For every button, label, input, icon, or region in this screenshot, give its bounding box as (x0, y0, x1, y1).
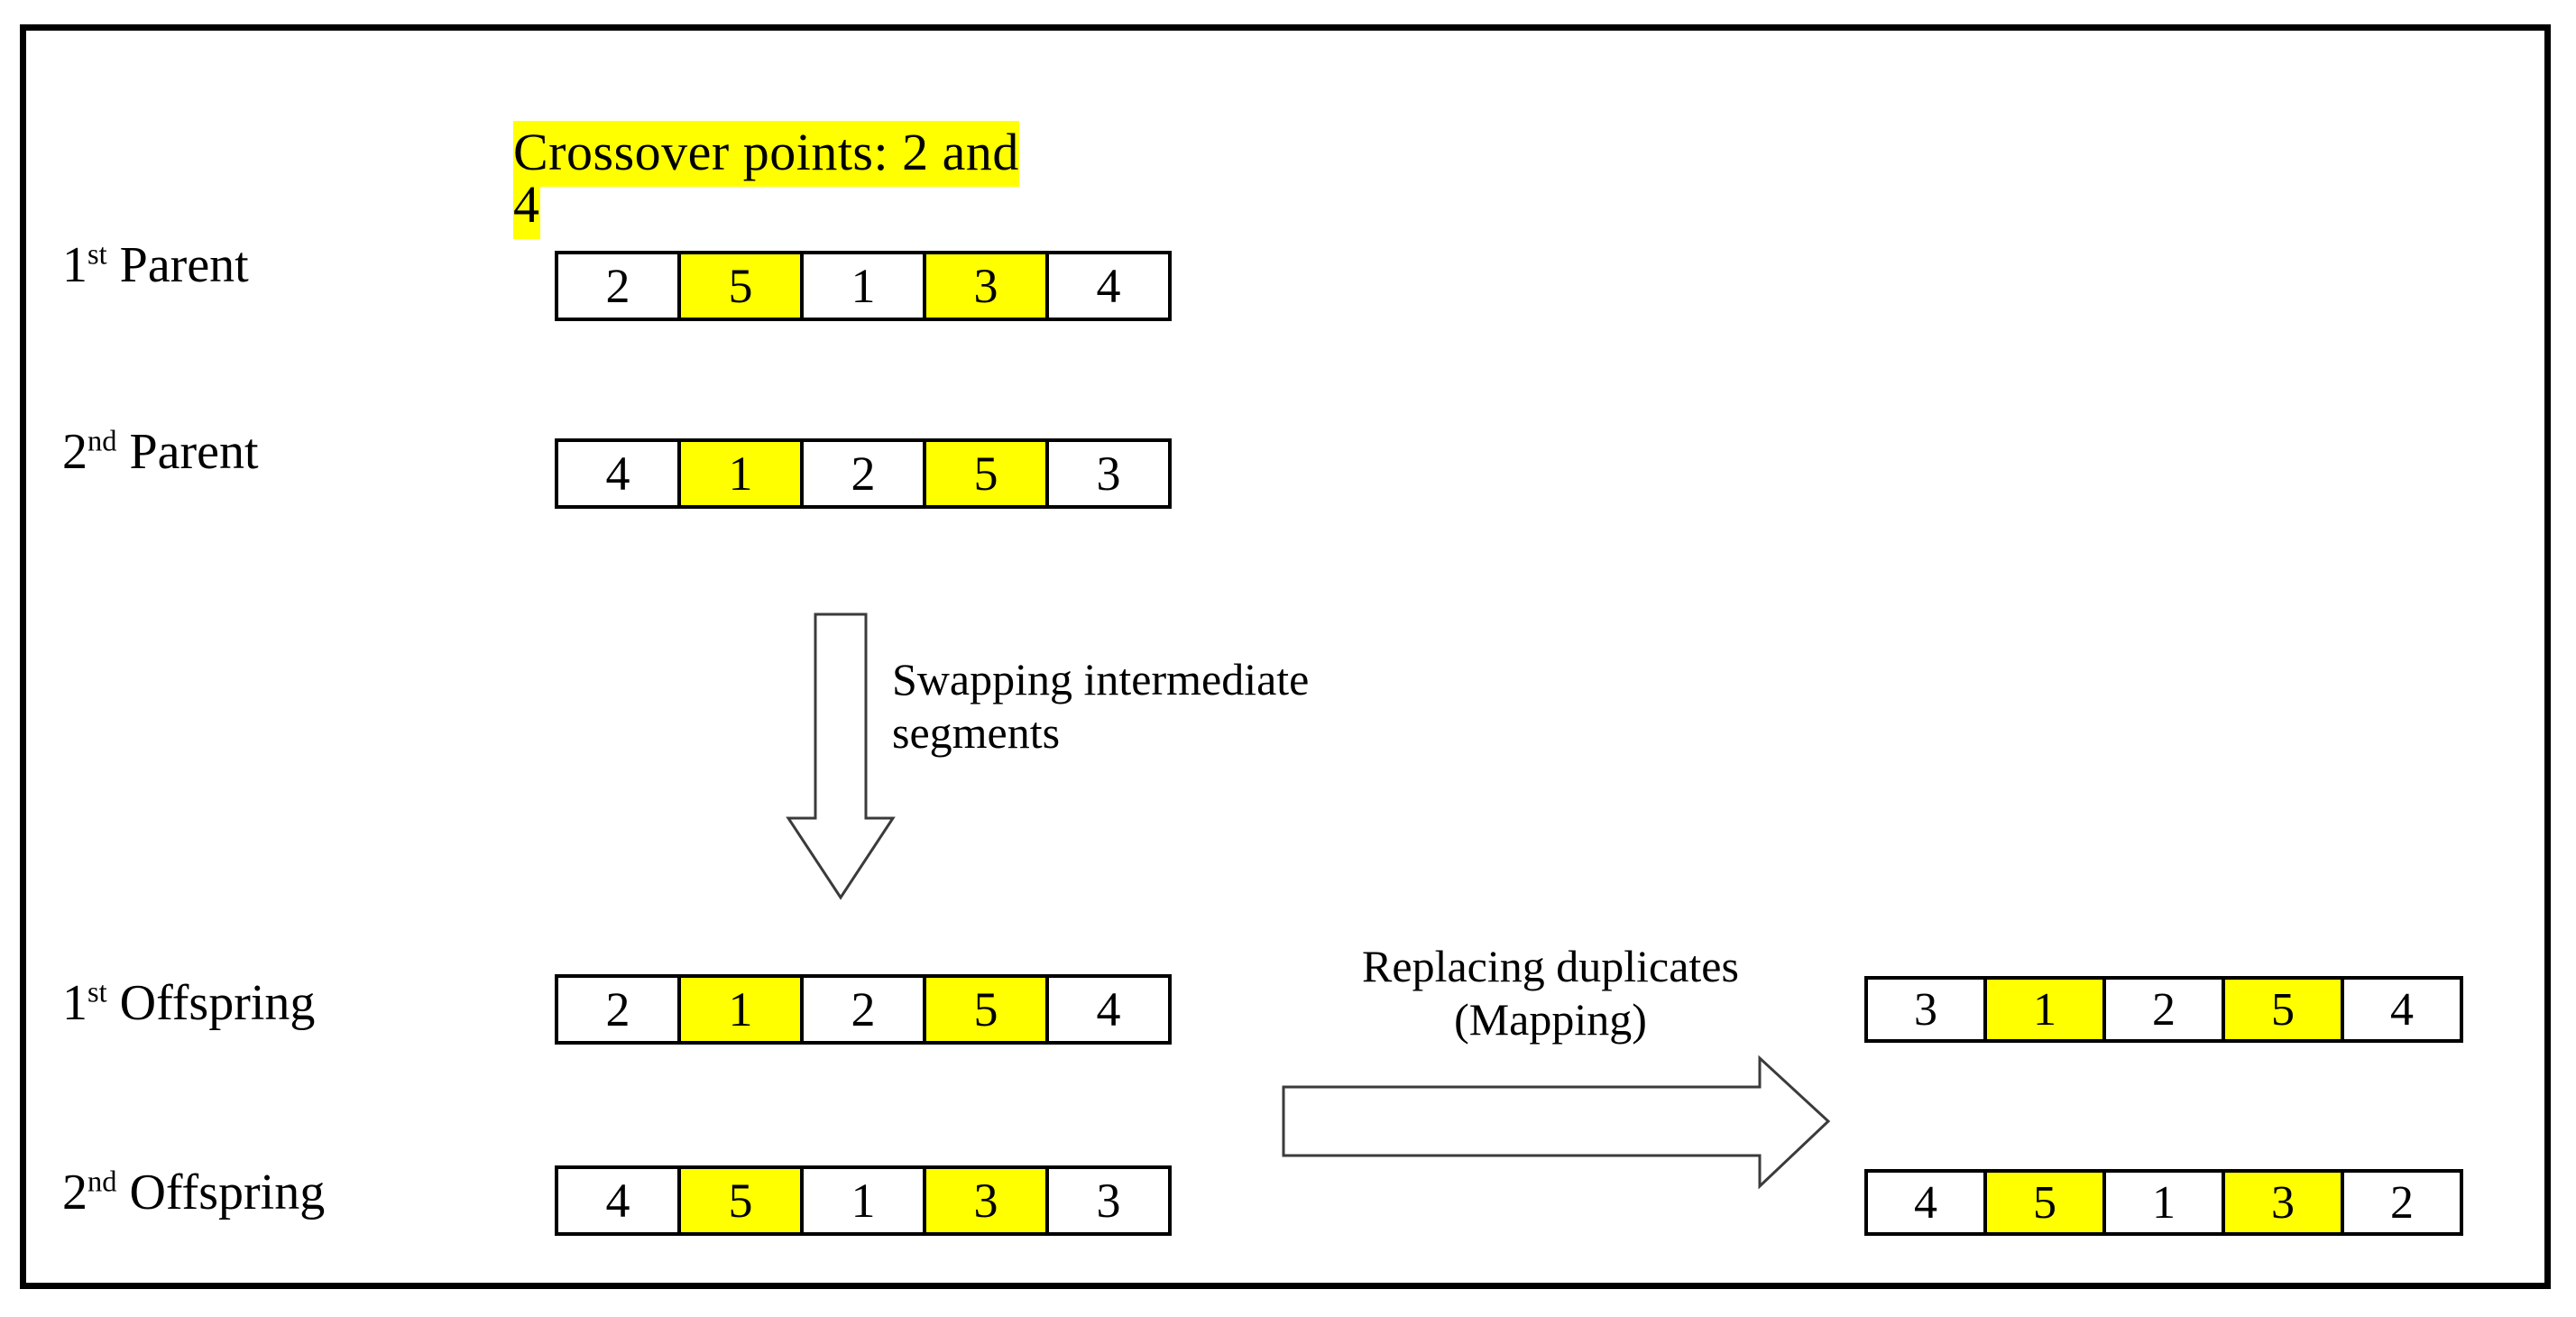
strip-result-1: 3 1 2 5 4 (1864, 976, 2463, 1043)
label-parent-2: 2nd Parent (62, 423, 259, 481)
cell-parent2-3: 5 (923, 438, 1049, 509)
label-parent-1-suffix: st (87, 238, 107, 272)
cell-result1-2: 2 (2102, 976, 2225, 1043)
crossover-points-title-line2: 4 (513, 173, 540, 239)
annotation-mapping-line2: (Mapping) (1454, 994, 1647, 1045)
cell-offspring1-3: 5 (923, 974, 1049, 1045)
label-offspring-2-word: Offspring (129, 1165, 326, 1220)
cell-offspring1-0: 2 (555, 974, 681, 1045)
strip-parent-2: 4 1 2 5 3 (555, 438, 1172, 509)
label-offspring-2-ordinal: 2 (62, 1165, 87, 1220)
cell-result2-2: 1 (2102, 1169, 2225, 1236)
label-parent-1-word: Parent (119, 237, 249, 293)
annotation-swapping-line1: Swapping intermediate (892, 654, 1310, 705)
cell-parent1-0: 2 (555, 251, 681, 321)
annotation-mapping: Replacing duplicates (Mapping) (1271, 940, 1830, 1046)
label-offspring-1: 1st Offspring (62, 974, 315, 1032)
annotation-swapping-line2: segments (892, 707, 1061, 758)
cell-parent1-3: 3 (923, 251, 1049, 321)
label-offspring-2-suffix: nd (87, 1165, 117, 1199)
cell-result2-0: 4 (1864, 1169, 1987, 1236)
cell-offspring1-2: 2 (800, 974, 926, 1045)
cell-parent1-1: 5 (677, 251, 804, 321)
cell-offspring2-1: 5 (677, 1165, 804, 1236)
strip-offspring-2: 4 5 1 3 3 (555, 1165, 1172, 1236)
label-offspring-2: 2nd Offspring (62, 1164, 325, 1221)
label-parent-1: 1st Parent (62, 236, 249, 294)
cell-parent1-2: 1 (800, 251, 926, 321)
cell-result1-3: 5 (2222, 976, 2344, 1043)
label-parent-2-word: Parent (129, 424, 259, 480)
label-offspring-1-ordinal: 1 (62, 975, 87, 1031)
strip-result-2: 4 5 1 3 2 (1864, 1169, 2463, 1236)
crossover-points-title: Crossover points: 2 and 4 (513, 121, 1262, 239)
diagram-frame: Crossover points: 2 and 4 1st Parent 2 5… (20, 24, 2551, 1289)
label-parent-1-ordinal: 1 (62, 237, 87, 293)
right-arrow-mapping-icon (1282, 1055, 1831, 1190)
cell-parent2-4: 3 (1045, 438, 1172, 509)
cell-parent2-0: 4 (555, 438, 681, 509)
cell-offspring1-4: 4 (1045, 974, 1172, 1045)
cell-result2-1: 5 (1983, 1169, 2106, 1236)
cell-parent2-2: 2 (800, 438, 926, 509)
cell-result1-4: 4 (2341, 976, 2463, 1043)
cell-offspring2-3: 3 (923, 1165, 1049, 1236)
cell-parent1-4: 4 (1045, 251, 1172, 321)
strip-parent-1: 2 5 1 3 4 (555, 251, 1172, 321)
annotation-mapping-line1: Replacing duplicates (1362, 941, 1739, 991)
cell-offspring2-0: 4 (555, 1165, 681, 1236)
label-offspring-1-suffix: st (87, 976, 107, 1009)
label-parent-2-suffix: nd (87, 425, 117, 458)
cell-offspring2-2: 1 (800, 1165, 926, 1236)
cell-offspring1-1: 1 (677, 974, 804, 1045)
cell-result1-0: 3 (1864, 976, 1987, 1043)
cell-offspring2-4: 3 (1045, 1165, 1172, 1236)
cell-result2-3: 3 (2222, 1169, 2344, 1236)
cell-parent2-1: 1 (677, 438, 804, 509)
label-offspring-1-word: Offspring (119, 975, 316, 1031)
label-parent-2-ordinal: 2 (62, 424, 87, 480)
strip-offspring-1: 2 1 2 5 4 (555, 974, 1172, 1045)
annotation-swapping: Swapping intermediate segments (892, 653, 1469, 760)
down-arrow-swap-icon (786, 612, 896, 900)
cell-result2-4: 2 (2341, 1169, 2463, 1236)
cell-result1-1: 1 (1983, 976, 2106, 1043)
crossover-points-title-line1: Crossover points: 2 and (513, 121, 1019, 187)
